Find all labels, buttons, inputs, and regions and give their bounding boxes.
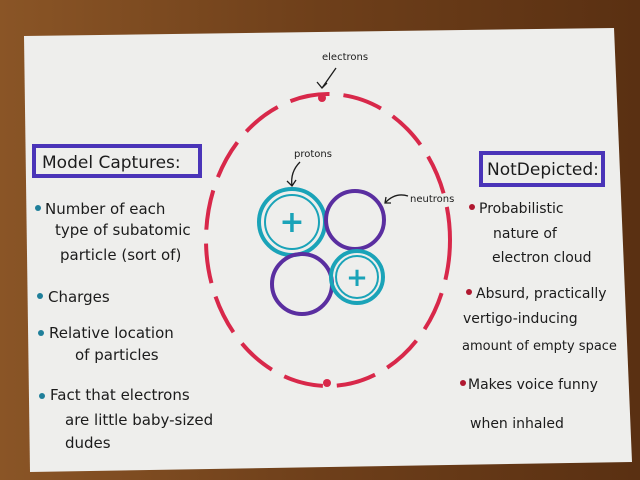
bullet-icon: [469, 204, 475, 210]
electron-dot: [318, 94, 326, 102]
electron-shell: [204, 92, 452, 388]
list-item: are little baby-sized: [65, 411, 213, 429]
bullet-icon: [39, 393, 45, 399]
bullet-icon: [37, 293, 43, 299]
list-item: Fact that electrons: [50, 386, 190, 404]
left-heading: Model Captures:: [42, 153, 181, 173]
list-item: Absurd, practically: [476, 286, 607, 302]
electrons-label: electrons: [322, 52, 368, 63]
left-list: Number of each type of subatomic particl…: [35, 200, 213, 452]
bullet-icon: [38, 330, 44, 336]
right-list: Probabilistic nature of electron cloud A…: [460, 201, 617, 432]
electrons-arrow-icon: [316, 67, 337, 89]
right-heading: NotDepicted:: [487, 160, 599, 180]
atom-diagram: electrons protons neutrons + +: [204, 52, 454, 388]
list-item: type of subatomic: [55, 221, 191, 239]
right-heading-box: [479, 151, 605, 187]
list-item: of particles: [75, 346, 159, 364]
neutron: [324, 189, 386, 251]
list-item: Makes voice funny: [468, 377, 598, 393]
list-item: when inhaled: [470, 416, 564, 432]
list-item: vertigo-inducing: [463, 311, 578, 327]
proton: [329, 249, 385, 305]
list-item: Charges: [48, 288, 110, 306]
list-item: Probabilistic: [479, 201, 564, 217]
list-item: nature of: [493, 226, 558, 242]
list-item: electron cloud: [492, 250, 592, 266]
list-item: dudes: [65, 434, 111, 452]
plus-icon: +: [279, 205, 304, 240]
bullet-icon: [35, 205, 41, 211]
proton-inner: [264, 194, 320, 250]
electron-dot: [323, 379, 331, 387]
neutrons-label: neutrons: [410, 194, 454, 205]
bullet-icon: [460, 380, 466, 386]
protons-arrow-icon: [286, 161, 301, 188]
paper-sheet: [24, 28, 632, 472]
list-item: particle (sort of): [60, 246, 181, 264]
plus-icon: +: [346, 263, 368, 293]
list-item: Number of each: [45, 200, 165, 218]
proton-inner: [335, 255, 379, 299]
list-item: Relative location: [49, 324, 174, 342]
protons-label: protons: [294, 149, 332, 160]
bullet-icon: [466, 289, 472, 295]
left-heading-box: [32, 144, 202, 178]
neutrons-arrow-icon: [384, 194, 409, 204]
list-item: amount of empty space: [462, 339, 617, 354]
